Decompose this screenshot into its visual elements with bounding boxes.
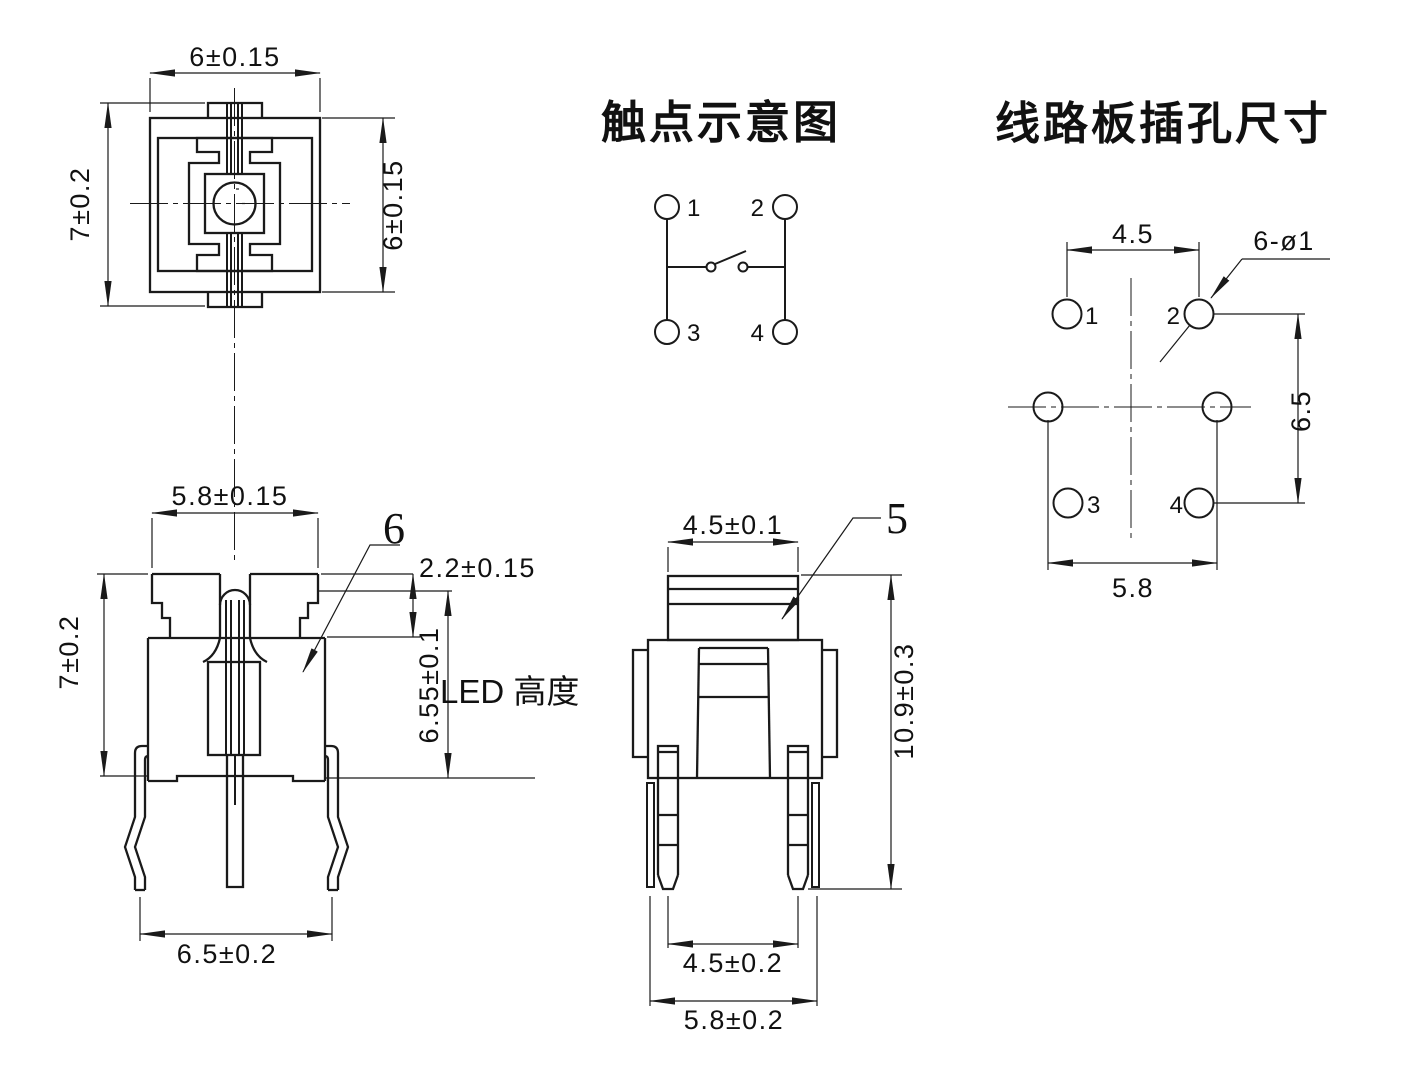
switch-lever (714, 250, 747, 265)
side-view: 4.5±0.1 5 10.9±0.3 4.5±0.2 5.8±0.2 (631, 494, 919, 1035)
contact-pin-4 (772, 319, 798, 345)
contact-pin-1-label: 1 (687, 195, 700, 222)
switch-contact-left (705, 261, 717, 273)
top-view-part (148, 101, 322, 309)
pcb-hole-2-label: 2 (1167, 303, 1180, 330)
front-view: 5.8±0.15 7±0.2 6 2.2±0.15 6.55±0.1 LED 高… (54, 481, 579, 969)
contact-pin-2-label: 2 (751, 195, 764, 222)
side-view-main-legs (656, 744, 810, 891)
led-height-label: LED 高度 (440, 673, 579, 710)
pcb-hole-1 (1051, 298, 1083, 330)
pcb-hole-4-label: 4 (1170, 492, 1183, 519)
pcb-hole-diagram: 线路板插孔尺寸 1 2 3 4 4.5 6-ø1 6.5 5.8 (995, 98, 1331, 603)
pcb-holes-title: 线路板插孔尺寸 (995, 98, 1331, 149)
contact-pin-3 (654, 319, 680, 345)
front-callout-6: 6 (383, 504, 405, 553)
pcb-hole-3 (1052, 487, 1084, 519)
side-outer-pin-dim: 5.8±0.2 (684, 1005, 784, 1035)
side-total-height-dim: 10.9±0.3 (889, 643, 919, 760)
side-view-dimensions: 4.5±0.1 5 10.9±0.3 4.5±0.2 5.8±0.2 (649, 494, 919, 1035)
pcb-hole-spec-label: 6-ø1 (1253, 226, 1315, 256)
top-height-dim: 7±0.2 (65, 167, 95, 242)
contact-diagram: 触点示意图 1 2 3 4 (601, 97, 841, 347)
pcb-hole-4 (1183, 487, 1215, 519)
side-button-width-dim: 4.5±0.1 (683, 510, 783, 540)
top-width-dim: 6±0.15 (189, 42, 280, 72)
top-view: 6±0.15 7±0.2 6±0.15 (65, 42, 408, 560)
pcb-hole-2 (1183, 298, 1215, 330)
front-view-part (123, 572, 350, 892)
top-depth-dim: 6±0.15 (378, 159, 408, 250)
contact-pin-1 (654, 194, 680, 220)
pcb-hole-1-label: 1 (1085, 303, 1098, 330)
front-height-dim: 7±0.2 (54, 615, 84, 690)
switch-contact-right (737, 261, 749, 273)
contact-pin-3-label: 3 (687, 320, 700, 347)
pcb-mid-pitch-dim: 5.8 (1112, 573, 1154, 603)
front-leg-span-dim: 6.5±0.2 (177, 939, 277, 969)
contact-pin-2 (772, 194, 798, 220)
top-view-dimensions: 6±0.15 7±0.2 6±0.15 (65, 42, 408, 307)
front-top-width-dim: 5.8±0.15 (172, 481, 289, 511)
side-inner-pin-dim: 4.5±0.2 (683, 948, 783, 978)
side-callout-5: 5 (886, 494, 908, 543)
pcb-pitch-y-dim: 6.5 (1286, 390, 1316, 432)
contact-diagram-title: 触点示意图 (601, 97, 841, 148)
front-view-dimensions: 5.8±0.15 7±0.2 6 2.2±0.15 6.55±0.1 LED 高… (54, 481, 579, 969)
front-led-height-dim: 6.55±0.1 (414, 627, 444, 744)
pcb-pitch-x-dim: 4.5 (1112, 219, 1154, 249)
contact-pin-4-label: 4 (751, 320, 764, 347)
pcb-hole-3-label: 3 (1087, 492, 1100, 519)
side-view-part (631, 574, 839, 891)
front-cap-height-dim: 2.2±0.15 (419, 553, 536, 583)
